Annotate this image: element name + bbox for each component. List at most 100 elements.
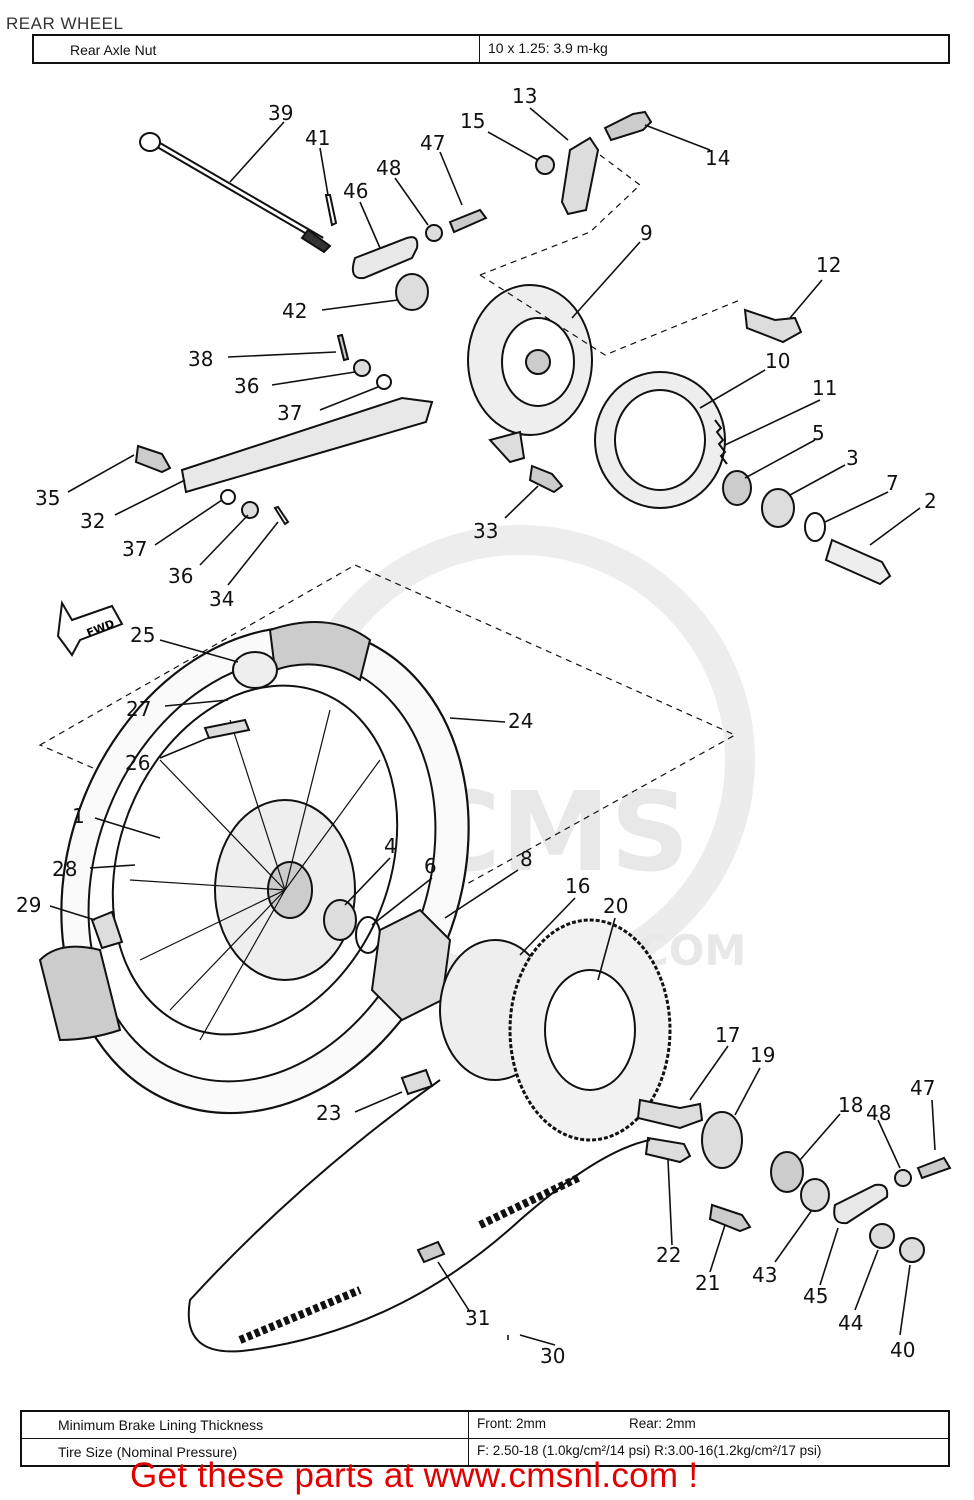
axle-nut-torque: 10 x 1.25: 3.9 m-kg xyxy=(488,40,608,56)
drive-chain-part xyxy=(238,1173,582,1344)
brake-lining-label: Minimum Brake Lining Thickness xyxy=(22,1412,469,1438)
shaft-part xyxy=(636,1098,704,1130)
rear-wheel-assembly xyxy=(38,621,470,1115)
bolt-part xyxy=(448,208,488,234)
callout-47b: 47 xyxy=(910,1076,935,1100)
collar-part xyxy=(800,1178,830,1212)
callout-43: 43 xyxy=(752,1263,777,1287)
callout-15: 15 xyxy=(460,109,485,133)
callout-36: 36 xyxy=(234,374,259,398)
tire-size-label: Tire Size (Nominal Pressure) xyxy=(22,1439,469,1465)
callout-21: 21 xyxy=(695,1271,720,1295)
callout-10: 10 xyxy=(765,349,790,373)
callout-47: 47 xyxy=(420,131,445,155)
footer-link-text[interactable]: Get these parts at www.cmsnl.com ! xyxy=(130,1456,699,1495)
callout-33: 33 xyxy=(473,519,498,543)
chain-adjuster-right-part xyxy=(833,1183,889,1225)
part-callout-numbers: 39 41 46 48 47 15 1 3 14 9 12 4 2 38 36 37… xyxy=(16,84,937,1368)
nut-part xyxy=(425,224,443,242)
tire-size-row: Tire Size (Nominal Pressure) F: 2.50-18 … xyxy=(22,1438,948,1465)
oil-seal-part xyxy=(722,470,752,506)
assembly-guide-lines xyxy=(479,274,741,356)
callout-2: 2 xyxy=(924,489,937,513)
spacer-part xyxy=(824,538,892,586)
callout-1: 1 xyxy=(72,804,85,828)
callout-12: 12 xyxy=(816,253,841,277)
callout-37b: 37 xyxy=(122,537,147,561)
callout-44: 44 xyxy=(838,1311,863,1335)
washer-part xyxy=(376,374,392,390)
callout-19: 19 xyxy=(750,1043,775,1067)
leader-lines xyxy=(49,107,936,1346)
axle-part xyxy=(139,132,332,254)
callout-14: 14 xyxy=(705,146,730,170)
callout-26: 26 xyxy=(125,751,150,775)
brake-front-value: Front: 2mm xyxy=(477,1416,547,1431)
callout-37: 37 xyxy=(277,401,302,425)
callout-31: 31 xyxy=(465,1306,490,1330)
bearing-part xyxy=(701,1111,743,1169)
callout-39: 39 xyxy=(268,101,293,125)
callout-17: 17 xyxy=(715,1023,740,1047)
callout-24: 24 xyxy=(508,709,533,733)
callout-38: 38 xyxy=(188,347,213,371)
assembly-guide-lines xyxy=(479,154,641,276)
callout-5: 5 xyxy=(812,421,825,445)
bolt-part xyxy=(708,1203,752,1233)
brake-shoe-part xyxy=(594,371,726,509)
lock-washer-part xyxy=(644,1136,692,1164)
callout-23: 23 xyxy=(316,1101,341,1125)
callout-9: 9 xyxy=(640,221,653,245)
callout-30: 30 xyxy=(540,1344,565,1368)
chain-joint-part xyxy=(416,1240,446,1264)
callout-3: 3 xyxy=(846,446,859,470)
axle-nut-part xyxy=(899,1237,925,1263)
collar-part xyxy=(400,1068,434,1096)
tire-size-value: F: 2.50-18 (1.0kg/cm²/14 psi) R:3.00-16(… xyxy=(477,1443,822,1458)
circlip-part xyxy=(804,512,826,542)
callout-8: 8 xyxy=(520,847,533,871)
brake-rear-value: Rear: 2mm xyxy=(629,1416,696,1431)
sprocket-part xyxy=(508,918,672,1142)
callout-22: 22 xyxy=(656,1243,681,1267)
callout-6: 6 xyxy=(424,854,437,878)
cotter-pin-part xyxy=(324,194,338,227)
callout-48b: 48 xyxy=(866,1101,891,1125)
callout-29: 29 xyxy=(16,893,41,917)
spring-part xyxy=(714,419,728,465)
bearing-part xyxy=(323,899,357,941)
callout-41: 41 xyxy=(305,126,330,150)
callout-28: 28 xyxy=(52,857,77,881)
callout-27: 27 xyxy=(126,697,151,721)
bolt-part xyxy=(528,464,564,494)
tube-part xyxy=(232,651,278,689)
bolt-part xyxy=(336,333,350,362)
callout-36b: 36 xyxy=(168,564,193,588)
callout-4: 4 xyxy=(384,834,397,858)
callout-46: 46 xyxy=(343,179,368,203)
nut-part xyxy=(869,1223,895,1249)
callout-7: 7 xyxy=(886,471,899,495)
axle-nut-spec-table: Rear Axle Nut 10 x 1.25: 3.9 m-kg xyxy=(32,34,950,64)
axle-nut-label: Rear Axle Nut xyxy=(34,36,480,62)
oil-seal-part xyxy=(770,1151,804,1193)
nut-part xyxy=(535,155,555,175)
callout-11: 11 xyxy=(812,376,837,400)
cotter-pin-part xyxy=(273,505,290,526)
brake-lining-row: Minimum Brake Lining Thickness Front: 2m… xyxy=(22,1412,948,1438)
nut-part xyxy=(241,501,259,519)
forward-arrow-icon: FWD xyxy=(56,599,124,657)
bearing-part xyxy=(761,488,795,528)
spec-table: Minimum Brake Lining Thickness Front: 2m… xyxy=(20,1410,950,1467)
callout-35: 35 xyxy=(35,486,60,510)
brake-camshaft-part xyxy=(743,308,803,344)
brake-lining-values: Front: 2mm Rear: 2mm xyxy=(469,1412,948,1438)
callout-16: 16 xyxy=(565,874,590,898)
chain-adjuster-left-part xyxy=(351,236,419,280)
callout-40: 40 xyxy=(890,1338,915,1362)
nut-part xyxy=(894,1169,912,1187)
collar-part xyxy=(395,273,429,311)
bolt-part xyxy=(603,110,653,142)
callout-25: 25 xyxy=(130,623,155,647)
